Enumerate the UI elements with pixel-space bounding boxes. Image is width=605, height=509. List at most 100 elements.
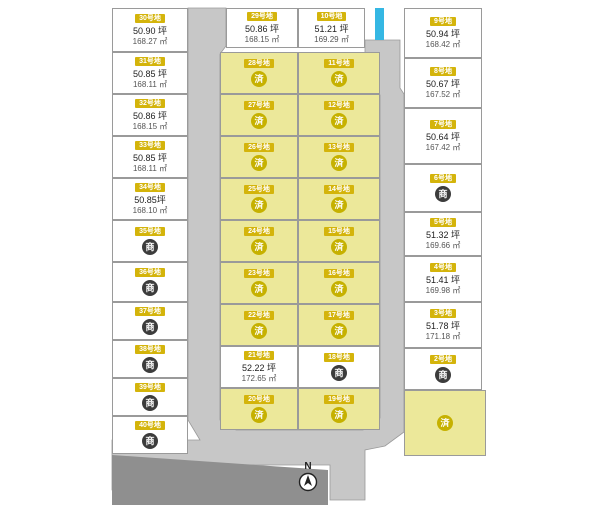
sold-badge-icon: 済 xyxy=(331,197,347,213)
lot-13[interactable]: 13号地済 xyxy=(298,136,380,178)
lot-6[interactable]: 6号地商 xyxy=(404,164,482,212)
store-badge-icon: 商 xyxy=(435,186,451,202)
lot-tag: 15号地 xyxy=(324,227,354,236)
lot-tag: 4号地 xyxy=(430,262,456,272)
lot-tag: 19号地 xyxy=(324,395,354,404)
lot-tag: 2号地 xyxy=(430,355,456,364)
lot-tag: 12号地 xyxy=(324,101,354,110)
lot-20[interactable]: 20号地済 xyxy=(220,388,298,430)
lot-area-sqm: 169.66 ㎡ xyxy=(425,240,461,250)
lot-23[interactable]: 23号地済 xyxy=(220,262,298,304)
lot-25[interactable]: 25号地済 xyxy=(220,178,298,220)
lot-17[interactable]: 17号地済 xyxy=(298,304,380,346)
lot-area-sqm: 172.65 ㎡ xyxy=(241,373,277,383)
lot-area-sqm: 168.42 ㎡ xyxy=(425,39,461,49)
lot-tag: 21号地 xyxy=(244,350,274,360)
store-badge-icon: 商 xyxy=(142,395,158,411)
lot-tag: 10号地 xyxy=(316,11,347,21)
lot-14[interactable]: 14号地済 xyxy=(298,178,380,220)
lot-22[interactable]: 22号地済 xyxy=(220,304,298,346)
lot-tag: 6号地 xyxy=(430,174,456,183)
lower-block xyxy=(112,455,328,505)
lot-38[interactable]: 38号地商 xyxy=(112,340,188,378)
lot-area-sqm: 167.42 ㎡ xyxy=(425,142,461,152)
lot-12[interactable]: 12号地済 xyxy=(298,94,380,136)
store-badge-icon: 商 xyxy=(142,280,158,296)
lot-area-sqm: 168.10 ㎡ xyxy=(132,205,168,215)
lot-28[interactable]: 28号地済 xyxy=(220,52,298,94)
lot-11[interactable]: 11号地済 xyxy=(298,52,380,94)
compass-arrow-icon xyxy=(298,472,318,492)
lot-35[interactable]: 35号地商 xyxy=(112,220,188,262)
lot-18[interactable]: 18号地商 xyxy=(298,346,380,388)
store-badge-icon: 商 xyxy=(142,239,158,255)
lot-tag: 26号地 xyxy=(244,143,274,152)
lot-40[interactable]: 40号地商 xyxy=(112,416,188,454)
lot-tag: 14号地 xyxy=(324,185,354,194)
lot-area-tsubo: 50.85 坪 xyxy=(132,68,168,79)
lot-area-sqm: 169.29 ㎡ xyxy=(314,34,349,44)
lot-area-tsubo: 51.21 坪 xyxy=(314,23,349,34)
lot-area-sqm: 168.15 ㎡ xyxy=(244,34,280,44)
sold-badge-icon: 済 xyxy=(251,155,267,171)
lot-tag: 29号地 xyxy=(247,11,277,21)
lot-39[interactable]: 39号地商 xyxy=(112,378,188,416)
lot-36[interactable]: 36号地商 xyxy=(112,262,188,302)
sold-badge-icon: 済 xyxy=(251,323,267,339)
lot-tag: 33号地 xyxy=(135,140,165,150)
lot-tag: 9号地 xyxy=(430,16,456,26)
lot-tag: 36号地 xyxy=(135,268,165,277)
lot-26[interactable]: 26号地済 xyxy=(220,136,298,178)
lot-tag: 18号地 xyxy=(324,353,354,362)
lot-tag: 32号地 xyxy=(135,98,165,108)
lot-tag: 30号地 xyxy=(135,13,165,23)
sold-badge-icon: 済 xyxy=(251,281,267,297)
store-badge-icon: 商 xyxy=(435,367,451,383)
lot-tag: 24号地 xyxy=(244,227,274,236)
lot-tag: 3号地 xyxy=(430,308,456,318)
water-channel xyxy=(375,8,384,40)
lot-24[interactable]: 24号地済 xyxy=(220,220,298,262)
lot-2[interactable]: 2号地商 xyxy=(404,348,482,390)
store-badge-icon: 商 xyxy=(142,357,158,373)
sold-badge-icon: 済 xyxy=(331,71,347,87)
sold-badge-icon: 済 xyxy=(251,407,267,423)
lot-15[interactable]: 15号地済 xyxy=(298,220,380,262)
lot-27[interactable]: 27号地済 xyxy=(220,94,298,136)
lot-area-sqm: 171.18 ㎡ xyxy=(425,331,461,341)
lot-area-tsubo: 51.41 坪 xyxy=(425,274,461,285)
lot-1[interactable]: 済 xyxy=(404,390,486,456)
sold-badge-icon: 済 xyxy=(251,71,267,87)
lot-19[interactable]: 19号地済 xyxy=(298,388,380,430)
lot-tag: 17号地 xyxy=(324,311,354,320)
lot-tag: 8号地 xyxy=(430,66,456,76)
lot-tag: 20号地 xyxy=(244,395,274,404)
lot-area-tsubo: 50.90 坪 xyxy=(132,25,168,36)
lot-tag: 28号地 xyxy=(244,59,274,68)
lot-16[interactable]: 16号地済 xyxy=(298,262,380,304)
lot-area-sqm: 167.52 ㎡ xyxy=(425,89,461,99)
lot-area-sqm: 168.11 ㎡ xyxy=(132,163,168,173)
lot-area-tsubo: 51.78 坪 xyxy=(425,320,461,331)
lot-tag: 13号地 xyxy=(324,143,354,152)
store-badge-icon: 商 xyxy=(331,365,347,381)
lot-tag: 7号地 xyxy=(430,119,456,129)
lot-area-tsubo: 50.86 坪 xyxy=(132,110,168,121)
lot-tag: 23号地 xyxy=(244,269,274,278)
lot-37[interactable]: 37号地商 xyxy=(112,302,188,340)
